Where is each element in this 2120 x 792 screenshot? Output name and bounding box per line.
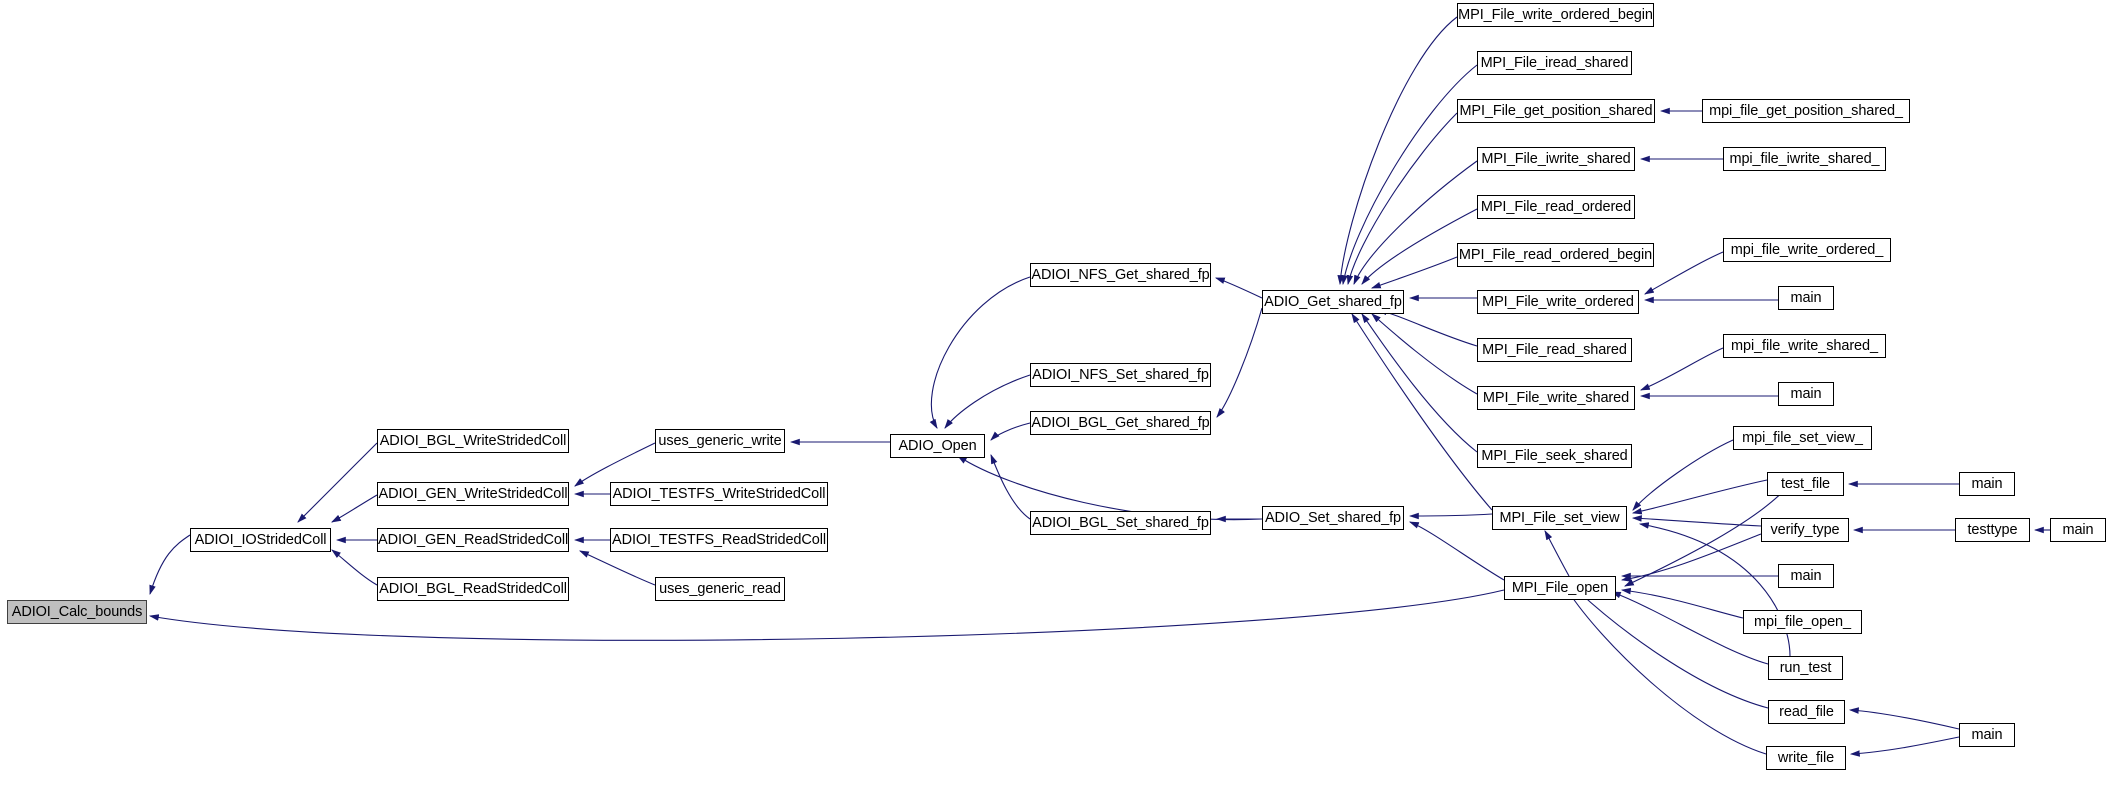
call-edge — [1337, 16, 1458, 286]
graph-node-testfs_readstridedcoll[interactable]: ADIOI_TESTFS_ReadStridedColl — [610, 528, 828, 552]
graph-node-mpi_file_open[interactable]: MPI_File_open — [1504, 576, 1616, 600]
call-edge — [1408, 521, 1505, 581]
call-edge — [1371, 313, 1478, 395]
graph-node-f_get_position_shared[interactable]: mpi_file_get_position_shared_ — [1702, 99, 1910, 123]
graph-node-bgl_writestridedcoll[interactable]: ADIOI_BGL_WriteStridedColl — [377, 429, 569, 453]
graph-node-mpi_write_shared[interactable]: MPI_File_write_shared — [1477, 386, 1635, 410]
call-edge — [1544, 530, 1570, 577]
graph-node-testtype[interactable]: testtype — [1955, 518, 2030, 542]
call-edge — [1631, 515, 1762, 527]
graph-node-mpi_write_ordered[interactable]: MPI_File_write_ordered — [1477, 290, 1639, 314]
call-edge — [1214, 277, 1263, 299]
graph-node-bgl_set_shared_fp[interactable]: ADIOI_BGL_Set_shared_fp — [1030, 511, 1211, 535]
call-edge — [1351, 313, 1493, 511]
graph-node-run_test[interactable]: run_test — [1768, 656, 1843, 680]
call-edge — [1639, 347, 1724, 391]
graph-node-adio_set_shared_fp[interactable]: ADIO_Set_shared_fp — [1262, 506, 1404, 530]
call-edge — [944, 374, 1031, 429]
graph-node-bgl_get_shared_fp[interactable]: ADIOI_BGL_Get_shared_fp — [1030, 411, 1211, 435]
call-edge — [1361, 313, 1478, 453]
call-edge — [574, 442, 656, 487]
graph-node-gen_readstridedcoll[interactable]: ADIOI_GEN_ReadStridedColl — [377, 528, 569, 552]
graph-node-main_testtype[interactable]: main — [2050, 518, 2106, 542]
graph-node-nfs_set_shared_fp[interactable]: ADIOI_NFS_Set_shared_fp — [1030, 363, 1211, 387]
call-edge — [578, 550, 656, 586]
graph-node-adio_open[interactable]: ADIO_Open — [890, 434, 985, 458]
call-edge — [990, 453, 1031, 520]
graph-node-mpi_write_ordered_begin[interactable]: MPI_File_write_ordered_begin — [1457, 3, 1654, 27]
graph-node-calc_bounds[interactable]: ADIOI_Calc_bounds — [7, 600, 147, 624]
call-edge — [1376, 308, 1478, 347]
graph-node-write_file[interactable]: write_file — [1766, 746, 1846, 770]
graph-node-mpi_get_position_shared[interactable]: MPI_File_get_position_shared — [1457, 99, 1655, 123]
graph-node-adio_get_shared_fp[interactable]: ADIO_Get_shared_fp — [1262, 290, 1404, 314]
graph-node-main_write_shared[interactable]: main — [1778, 382, 1834, 406]
graph-node-mpi_iwrite_shared[interactable]: MPI_File_iwrite_shared — [1477, 147, 1635, 171]
graph-node-f_write_ordered[interactable]: mpi_file_write_ordered_ — [1723, 238, 1891, 262]
graph-node-f_open[interactable]: mpi_file_open_ — [1743, 610, 1862, 634]
call-edge — [148, 589, 1505, 641]
call-edge — [1408, 512, 1493, 520]
graph-node-mpi_set_view[interactable]: MPI_File_set_view — [1492, 506, 1627, 530]
call-edge — [331, 494, 378, 523]
call-edge — [1631, 479, 1768, 515]
graph-node-read_file[interactable]: read_file — [1768, 700, 1845, 724]
graph-node-verify_type[interactable]: verify_type — [1761, 518, 1849, 542]
graph-node-main_write_ordered[interactable]: main — [1778, 286, 1834, 310]
call-edge — [1632, 439, 1734, 511]
graph-node-mpi_read_ordered[interactable]: MPI_File_read_ordered — [1477, 195, 1635, 219]
call-edge — [929, 276, 1031, 429]
graph-node-main_open[interactable]: main — [1778, 564, 1834, 588]
graph-node-mpi_read_ordered_begin[interactable]: MPI_File_read_ordered_begin — [1457, 243, 1654, 267]
call-edge — [1620, 533, 1762, 582]
call-edge — [1638, 522, 1791, 657]
graph-node-mpi_iread_shared[interactable]: MPI_File_iread_shared — [1477, 51, 1632, 75]
graph-node-f_iwrite_shared[interactable]: mpi_file_iwrite_shared_ — [1723, 147, 1886, 171]
call-edge — [1370, 256, 1458, 289]
graph-node-uses_generic_write[interactable]: uses_generic_write — [655, 429, 785, 453]
call-edge — [1644, 251, 1724, 295]
graph-node-nfs_get_shared_fp[interactable]: ADIOI_NFS_Get_shared_fp — [1030, 263, 1211, 287]
graph-node-bgl_readstridedcoll[interactable]: ADIOI_BGL_ReadStridedColl — [377, 577, 569, 601]
graph-node-f_write_shared[interactable]: mpi_file_write_shared_ — [1723, 334, 1886, 358]
graph-node-test_file[interactable]: test_file — [1767, 472, 1844, 496]
graph-node-uses_generic_read[interactable]: uses_generic_read — [655, 577, 785, 601]
graph-node-mpi_read_shared[interactable]: MPI_File_read_shared — [1477, 338, 1632, 362]
call-edge — [1567, 590, 1767, 755]
call-edge — [990, 422, 1031, 441]
call-edge — [1346, 112, 1458, 286]
call-edge — [1849, 736, 1960, 757]
graph-node-iostridedcoll[interactable]: ADIOI_IOStridedColl — [190, 528, 331, 552]
graph-node-main_rw_file[interactable]: main — [1959, 723, 2015, 747]
graph-node-testfs_writestridedcoll[interactable]: ADIOI_TESTFS_WriteStridedColl — [610, 482, 828, 506]
call-edge — [331, 549, 378, 586]
graph-node-gen_writestridedcoll[interactable]: ADIOI_GEN_WriteStridedColl — [377, 482, 569, 506]
call-edge — [1216, 307, 1263, 418]
call-edge — [1848, 707, 1960, 730]
call-edge — [1620, 587, 1744, 619]
graph-node-mpi_seek_shared[interactable]: MPI_File_seek_shared — [1477, 444, 1632, 468]
graph-node-f_set_view[interactable]: mpi_file_set_view_ — [1733, 426, 1872, 450]
call-edge — [297, 442, 378, 523]
call-edge — [1577, 590, 1769, 709]
graph-node-main_test_file[interactable]: main — [1959, 472, 2015, 496]
call-edge — [149, 534, 191, 596]
